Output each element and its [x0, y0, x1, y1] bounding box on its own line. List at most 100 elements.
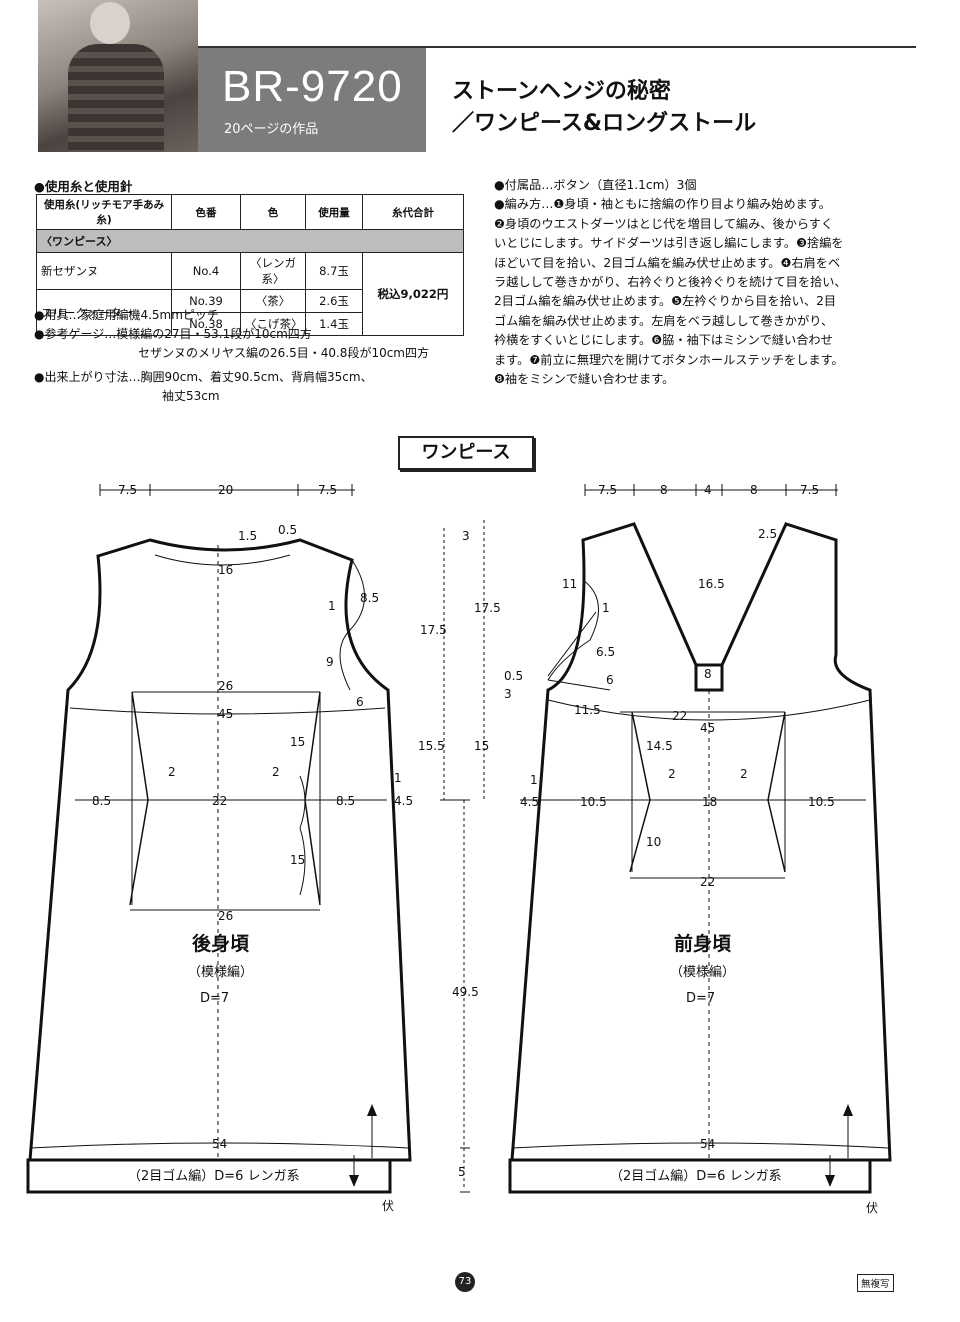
instruction-line: ほどいて目を拾い、2目ゴム編を編み伏せ止めます。❹右肩をベ	[494, 255, 841, 270]
dim-label: 26	[218, 909, 233, 923]
dim-label: 15	[290, 853, 305, 867]
dim-label: 1	[530, 773, 538, 787]
dim-label: 3	[504, 687, 512, 701]
pattern-section-title: ワンピース	[398, 436, 534, 470]
col-yarn: 使用糸(リッチモア手あみ糸)	[36, 194, 172, 230]
dim-label: 22	[212, 794, 227, 808]
dim-label: 22	[700, 875, 715, 889]
front-stitch: （模様編）	[670, 964, 735, 980]
header-rule	[198, 46, 916, 48]
dim-label: 16	[218, 563, 233, 577]
dim-label: 18	[702, 795, 717, 809]
table-cell: 〈茶〉	[240, 289, 306, 313]
dim-label: 2	[668, 767, 676, 781]
dim-label: 49.5	[452, 985, 479, 999]
dim-label: 3	[462, 529, 470, 543]
page-number: 73	[455, 1272, 475, 1292]
dim-label: 7.5	[800, 483, 819, 497]
pattern-code: BR-9720	[222, 62, 403, 111]
code-box	[198, 48, 426, 152]
dim-label: 2	[272, 765, 280, 779]
pattern-subtitle: 20ページの作品	[224, 122, 319, 137]
table-cell: No.38	[171, 312, 241, 336]
instruction-line: 2目ゴム編を編み伏せ止めます。❺左衿ぐりから目を拾い、2目	[494, 294, 837, 309]
dim-label: 2.5	[758, 527, 777, 541]
front-bindoff: 伏	[866, 1201, 878, 1215]
dim-label: 6	[606, 673, 614, 687]
table-cell: 8.7玉	[305, 252, 363, 290]
dim-label: 54	[700, 1137, 715, 1151]
dim-label: 15	[290, 735, 305, 749]
dim-label: 8	[750, 483, 758, 497]
dim-label: 8.5	[360, 591, 379, 605]
back-rib-label: （2目ゴム編）D=6 レンガ系	[128, 1168, 300, 1184]
dim-label: 1.5	[238, 529, 257, 543]
dim-label: 0.5	[504, 669, 523, 683]
dim-label: 8.5	[92, 794, 111, 808]
materials-table: 使用糸(リッチモア手あみ糸) 色番 色 使用量 糸代合計 〈ワンピース〉 新セザ…	[36, 194, 464, 336]
front-bodice-outline	[510, 522, 892, 1162]
dim-label: 4	[704, 483, 712, 497]
dim-label: 10.5	[580, 795, 607, 809]
col-total: 糸代合計	[362, 194, 464, 230]
dim-label: 7.5	[318, 483, 337, 497]
instruction-line: 衿横をすくいとじにします。❻脇・袖下はミシンで縫い合わせ	[494, 333, 833, 348]
dim-label: 16.5	[698, 577, 725, 591]
dim-label: 22	[672, 709, 687, 723]
table-cell: 〈こげ茶〉	[240, 312, 306, 336]
dim-label: 15	[474, 739, 489, 753]
materials-subheading: 〈ワンピース〉	[36, 229, 464, 253]
front-density: D=7	[686, 991, 715, 1006]
dim-label: 10	[646, 835, 661, 849]
copyright-mark: 無複写	[857, 1274, 894, 1292]
title-line-2: ／ワンピース&ロングストール	[452, 111, 757, 136]
table-cell: 2.6玉	[305, 289, 363, 313]
title-line-1: ストーンヘンジの秘密	[452, 79, 671, 104]
dim-label: 8	[660, 483, 668, 497]
table-cell: No.4	[171, 252, 241, 290]
dim-label: 11.5	[574, 703, 601, 717]
front-name: 前身頃	[674, 932, 732, 955]
instruction-line: ラ越しして巻きかがり、右衿ぐりと後衿ぐりを続けて目を拾い、	[494, 275, 847, 290]
back-name: 後身頃	[192, 932, 250, 955]
pattern-title: ストーンヘンジの秘密 ／ワンピース&ロングストール	[452, 76, 756, 140]
col-num: 色番	[171, 194, 241, 230]
gauge-line-1: ●参考ゲージ…模様編の27目・53.1段が10cm四方	[34, 327, 312, 341]
gauge-line-2: セザンヌのメリヤス編の26.5目・40.8段が10cm四方	[138, 346, 429, 360]
dim-label: 14.5	[646, 739, 673, 753]
size-line-1: ●出来上がり寸法…胸囲90cm、着丈90.5cm、背肩幅35cm、	[34, 370, 373, 384]
dim-label: 17.5	[420, 623, 447, 637]
size-line-2: 袖丈53cm	[162, 389, 220, 403]
instruction-line: ます。❼前立に無理穴を開けてボタンホールステッチをします。	[494, 352, 844, 367]
instruction-line: ❷身頃のウエストダーツはとじ代を増目して編み、後からすく	[494, 216, 834, 231]
dim-label: 20	[218, 483, 233, 497]
back-bindoff: 伏	[382, 1199, 394, 1213]
instruction-line: ❽袖をミシンで縫い合わせます。	[494, 372, 675, 387]
dim-label: 1	[328, 599, 336, 613]
dim-label: 45	[700, 721, 715, 735]
dim-label: 5	[458, 1165, 466, 1179]
dim-label: 26	[218, 679, 233, 693]
back-bodice-outline	[28, 538, 412, 1162]
dim-label: 7.5	[118, 483, 137, 497]
table-cell: No.39	[171, 289, 241, 313]
back-rib-band	[26, 1158, 392, 1194]
instructions: ●付属品…ボタン（直径1.1cm）3個 ●編み方…❶身頃・袖ともに捨編の作り目よ…	[494, 176, 914, 389]
col-amount: 使用量	[305, 194, 363, 230]
tool-line: ●用具…家庭用編機4.5mmピッチ	[34, 308, 219, 322]
materials-heading: ●使用糸と使用針	[34, 179, 133, 194]
dim-label: 8.5	[336, 794, 355, 808]
total-cost: 税込9,022円	[362, 252, 464, 336]
dim-label: 6.5	[596, 645, 615, 659]
table-cell: 1.4玉	[305, 312, 363, 336]
front-rib-band	[508, 1158, 872, 1194]
dim-label: 2	[168, 765, 176, 779]
dim-label: 10.5	[808, 795, 835, 809]
dim-label: 7.5	[598, 483, 617, 497]
instruction-line: ゴム編を編み伏せ止めます。左肩をベラ越しして巻きかがり、	[494, 313, 834, 328]
back-density: D=7	[200, 991, 229, 1006]
dim-label: 17.5	[474, 601, 501, 615]
front-rib-label: （2目ゴム編）D=6 レンガ系	[610, 1168, 782, 1184]
instruction-line: いとじにします。サイドダーツは引き返し編にします。❸捨編を	[494, 236, 844, 251]
